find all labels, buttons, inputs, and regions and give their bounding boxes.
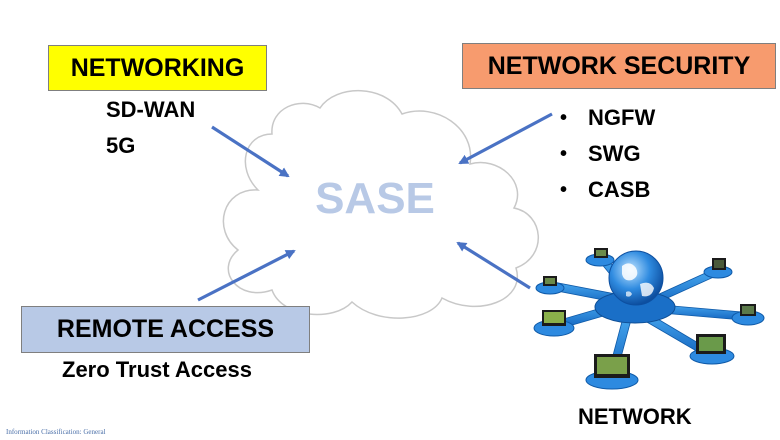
networking-title: NETWORKING bbox=[70, 53, 245, 82]
classification-footer: Information Classification: General bbox=[6, 428, 106, 436]
networking-item: 5G bbox=[106, 133, 136, 158]
networking-item: SD-WAN bbox=[106, 97, 196, 122]
network-security-title: NETWORK SECURITY bbox=[487, 51, 751, 80]
laptop-icon bbox=[689, 334, 735, 365]
network-hub bbox=[533, 248, 765, 390]
arrows bbox=[197, 112, 553, 302]
laptop-icon bbox=[703, 258, 733, 279]
laptop-icon bbox=[585, 248, 615, 267]
laptop-icons bbox=[533, 248, 765, 390]
network-security-list: • NGFW • SWG • CASB bbox=[560, 100, 655, 208]
sase-label: SASE bbox=[315, 174, 435, 223]
laptop-icon bbox=[535, 276, 565, 295]
arrow-networking bbox=[211, 125, 290, 178]
remote-access-title: REMOTE ACCESS bbox=[56, 315, 275, 343]
network-security-box: NETWORK SECURITY bbox=[462, 43, 776, 89]
remote-access-subtitle: Zero Trust Access bbox=[62, 357, 252, 382]
arrow-network bbox=[456, 241, 531, 290]
arrow-network-security bbox=[458, 112, 553, 165]
remote-access-box: REMOTE ACCESS bbox=[21, 306, 310, 353]
bullet-icon: • bbox=[560, 143, 568, 165]
laptop-icon bbox=[585, 354, 639, 390]
security-item-label: CASB bbox=[588, 177, 651, 202]
globe-icon bbox=[608, 250, 664, 306]
security-item-label: NGFW bbox=[588, 105, 656, 130]
network-label: NETWORK bbox=[578, 404, 692, 429]
cloud-shape bbox=[222, 89, 540, 319]
security-item-label: SWG bbox=[588, 141, 641, 166]
security-item: • SWG bbox=[560, 136, 655, 172]
security-item: • CASB bbox=[560, 172, 655, 208]
bullet-icon: • bbox=[560, 107, 568, 129]
arrow-remote-access bbox=[197, 249, 296, 302]
security-item: • NGFW bbox=[560, 100, 655, 136]
networking-box: NETWORKING bbox=[48, 45, 267, 91]
laptop-icon bbox=[731, 304, 765, 326]
laptop-icon bbox=[533, 310, 575, 337]
bullet-icon: • bbox=[560, 179, 568, 201]
